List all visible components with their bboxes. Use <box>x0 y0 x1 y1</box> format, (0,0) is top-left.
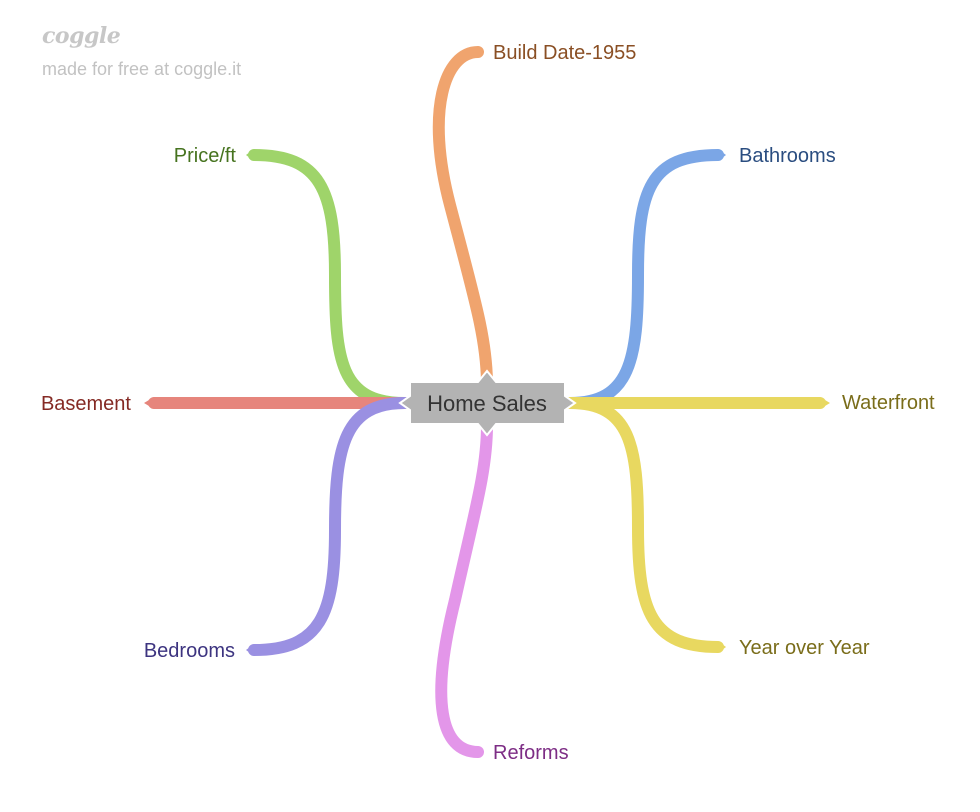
branch-price-ft-tip <box>246 149 254 161</box>
label-build-date[interactable]: Build Date-1955 <box>493 42 636 64</box>
label-basement[interactable]: Basement <box>41 393 131 415</box>
branch-waterfront-tip <box>820 397 830 409</box>
branch-build-date-tip <box>478 46 484 58</box>
branch-price-ft <box>248 149 411 409</box>
branch-bedrooms-tip <box>246 644 254 656</box>
branch-year-over-year <box>564 397 724 653</box>
branch-bedrooms <box>248 397 411 656</box>
label-waterfront[interactable]: Waterfront <box>842 392 935 414</box>
branch-year-over-year-tip <box>718 641 726 653</box>
branch-bathrooms-tip <box>718 149 726 161</box>
label-reforms[interactable]: Reforms <box>493 742 569 764</box>
central-node[interactable]: Home Sales <box>398 369 577 437</box>
branch-reforms <box>435 419 493 758</box>
branch-build-date <box>432 46 493 391</box>
branch-basement-tip <box>144 397 154 409</box>
coggle-watermark: coggle made for free at coggle.it <box>42 22 241 80</box>
central-node-box <box>398 369 577 437</box>
branch-bathrooms <box>564 149 724 409</box>
label-year-over-year[interactable]: Year over Year <box>739 637 870 659</box>
label-bathrooms[interactable]: Bathrooms <box>739 145 836 167</box>
coggle-tagline: made for free at coggle.it <box>42 59 242 79</box>
label-price-ft[interactable]: Price/ft <box>174 145 237 167</box>
label-bedrooms[interactable]: Bedrooms <box>144 640 235 662</box>
coggle-logo: coggle <box>42 23 121 49</box>
central-node-label: Home Sales <box>427 391 547 416</box>
branch-reforms-tip <box>478 746 484 758</box>
